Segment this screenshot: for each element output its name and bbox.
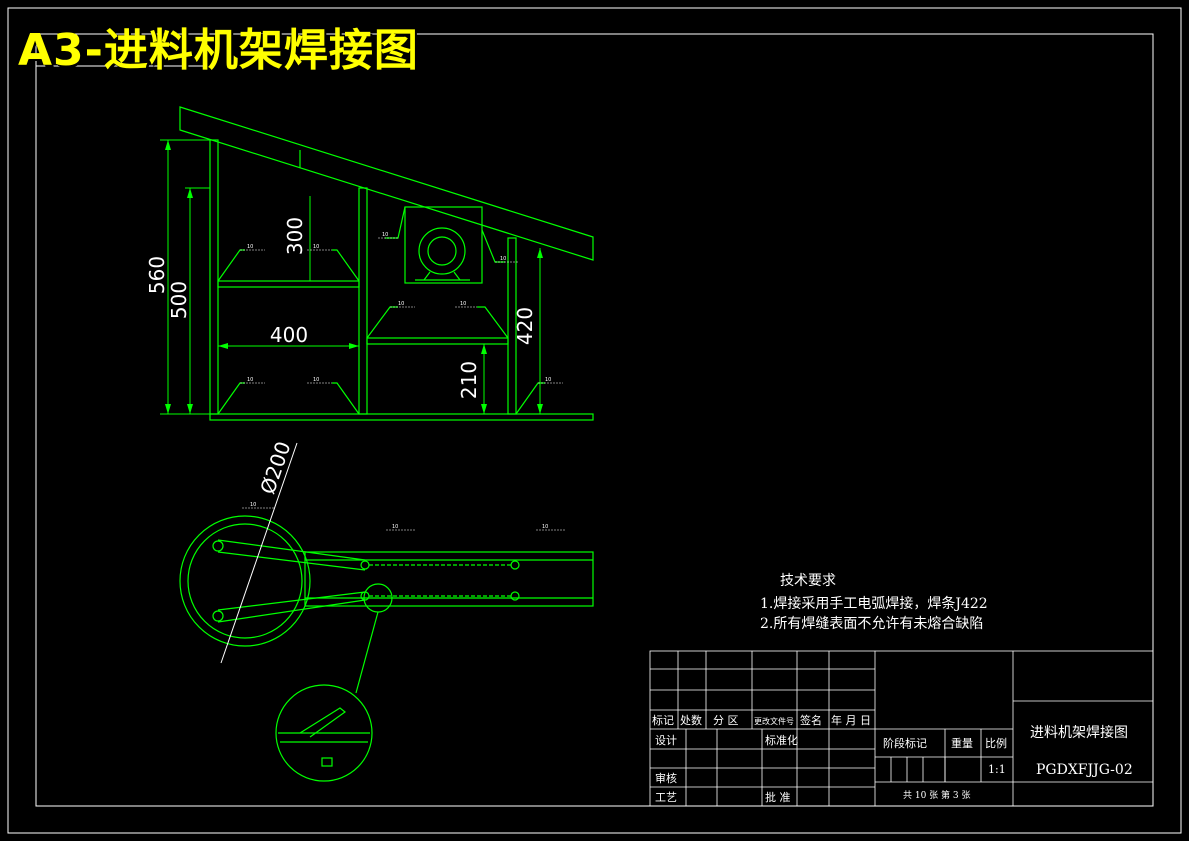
weld-size-label: 10 (382, 232, 388, 238)
top-dimension (220, 442, 298, 664)
weld-size-label: 10 (250, 502, 256, 508)
top-view (179, 515, 594, 694)
title-block-lines (649, 650, 1154, 807)
front-view (179, 106, 594, 421)
dim-dia200: Ø200 (255, 438, 295, 497)
crossbar-mid (366, 337, 509, 345)
chute-rect (304, 551, 594, 607)
weld-size-label: 10 (247, 244, 253, 250)
dim-400: 400 (270, 323, 308, 347)
post-right (507, 237, 517, 415)
hopper-inner-circle (187, 523, 303, 639)
tb-approve: 批 准 (765, 790, 791, 804)
motor-circle-inner (427, 236, 457, 266)
tb-header-mark: 标记 (652, 713, 674, 727)
tb-scale: 1:1 (988, 763, 1006, 776)
crossbar-left (217, 280, 360, 288)
tb-design: 设计 (655, 734, 677, 747)
tb-scale-label: 比例 (985, 736, 1007, 750)
detail-view (275, 684, 373, 782)
inner-border (35, 33, 1154, 807)
tb-drawing-name: 进料机架焊接图 (1030, 724, 1128, 741)
tech-req-item2: 2.所有焊缝表面不允许有未熔合缺陷 (760, 616, 983, 632)
motor-leg-left (423, 271, 431, 281)
weld-labels-top (242, 507, 565, 531)
weld-size-label: 10 (460, 301, 466, 307)
weld-size-label: 10 (247, 377, 253, 383)
weld-size-label: 10 (392, 524, 398, 530)
dim-210: 210 (457, 361, 481, 399)
weld-size-label: 10 (545, 377, 551, 383)
tb-drawing-number: PGDXFJJG-02 (1036, 762, 1133, 778)
tb-process: 工艺 (655, 791, 677, 804)
tb-stage-mark: 阶段标记 (883, 736, 927, 750)
tb-sheet-info: 共 10 张 第 3 张 (903, 789, 970, 801)
weld-fillet-3 (217, 382, 245, 415)
weld-size-label: 10 (313, 377, 319, 383)
tb-weight: 重量 (951, 736, 973, 750)
motor-leg-right (453, 271, 461, 281)
tb-header-count: 处数 (680, 714, 702, 727)
tech-req-heading: 技术要求 (780, 573, 836, 589)
hopper-outer-circle (179, 515, 311, 647)
tb-standardize: 标准化 (765, 733, 798, 747)
tb-header-zone: 分 区 (713, 714, 739, 727)
tb-header-date: 年 月 日 (831, 713, 871, 727)
sloped-top-plate (179, 106, 594, 261)
motor-bracket (404, 206, 483, 284)
post-mid (358, 187, 368, 415)
front-dimensions (160, 139, 541, 415)
detail-circle (275, 684, 373, 782)
weld-fillet-6 (477, 306, 509, 339)
title-underline-box (35, 33, 205, 67)
weld-labels-front (240, 237, 563, 384)
dim-560: 560 (145, 256, 169, 294)
tech-req-item1: 1.焊接采用手工电弧焊接，焊条J422 (760, 595, 988, 612)
weld-size-label: 10 (542, 524, 548, 530)
tb-review: 审核 (655, 771, 677, 785)
weld-size-label: 10 (313, 244, 319, 250)
base-plate (209, 413, 594, 421)
tb-header-sign: 签名 (800, 713, 822, 727)
dim-500: 500 (167, 281, 191, 319)
weld-size-label: 10 (500, 256, 506, 262)
tb-header-change: 更改文件号 (754, 716, 794, 726)
weld-fillet-5 (366, 306, 398, 339)
dim-300: 300 (283, 217, 307, 255)
weld-size-label: 10 (398, 301, 404, 307)
motor-circle-outer (418, 227, 466, 275)
weld-fillet-1 (217, 249, 245, 282)
post-left (209, 139, 219, 415)
page-title: A3-进料机架焊接图 (18, 25, 419, 76)
weld-fillet-2 (332, 249, 360, 282)
outer-border (7, 7, 1182, 834)
weld-fillet-4 (332, 382, 360, 415)
dim-420: 420 (513, 307, 537, 345)
